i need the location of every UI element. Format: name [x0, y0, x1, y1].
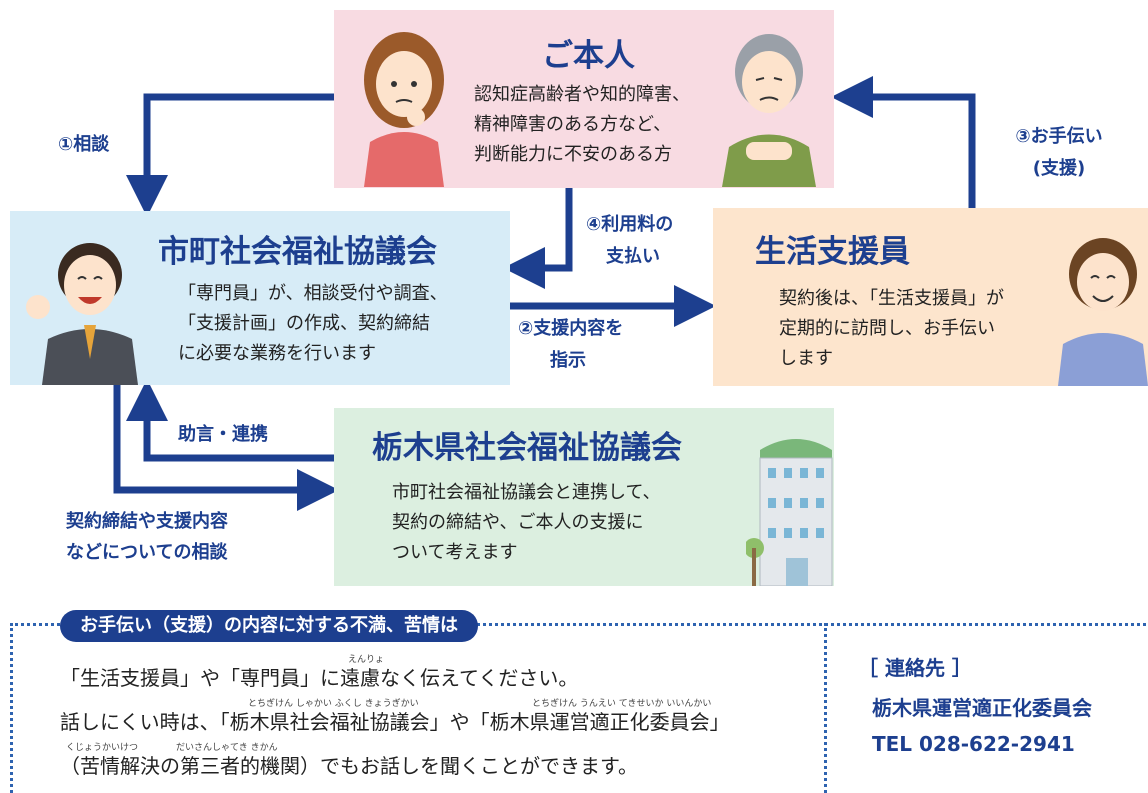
honnin-description: 認知症高齢者や知的障害、 精神障害のある方など、 判断能力に不安のある方 — [474, 84, 690, 165]
ruby-unei: とちぎけん うんえい てきせいか いいんかい — [532, 699, 712, 709]
staff-man-icon — [26, 243, 138, 385]
label-shiji-2: 指示 — [550, 350, 586, 371]
worried-woman-icon — [364, 32, 444, 187]
honnin-title: ご本人 — [542, 38, 635, 74]
shien-description: 契約後は、「生活支援員」が 定期的に訪問し、お手伝い します — [779, 288, 1004, 369]
tochigi-title: 栃木県社会福祉協議会 — [372, 430, 682, 466]
support-woman-icon — [1058, 238, 1148, 386]
shakyo-title: 市町社会福祉協議会 — [158, 234, 437, 270]
label-riyou-2: 支払い — [606, 246, 660, 267]
elderly-man-icon — [722, 34, 816, 187]
contact-tel: TEL 028-622-2941 — [872, 732, 1075, 756]
complaint-heading: お手伝い（支援）の内容に対する不満、苦情は — [60, 610, 478, 642]
building-icon — [746, 439, 833, 586]
ruby-kujo: くじょうかいけつ — [66, 743, 139, 753]
shien-box: 生活支援員 契約後は、「生活支援員」が 定期的に訪問し、お手伝い します — [713, 208, 1148, 386]
label-soudan: ①相談 — [58, 134, 110, 155]
shakyo-box: 市町社会福祉協議会 「専門員」が、相談受付や調査、 「支援計画」の作成、契約締結… — [10, 211, 510, 385]
shien-title: 生活支援員 — [755, 234, 910, 270]
label-otetsudai-1: ③お手伝い — [1015, 126, 1103, 147]
label-otetsudai-2: (支援) — [1032, 158, 1086, 179]
complaint-divider — [824, 623, 827, 793]
complaint-frame — [10, 623, 1146, 793]
label-keiyaku-2: などについての相談 — [66, 542, 228, 563]
arrow-soudan — [126, 93, 334, 217]
label-riyou-1: ④利用料の — [586, 214, 674, 235]
tochigi-box: 栃木県社会福祉協議会 市町社会福祉協議会と連携して、 契約の締結や、ご本人の支援… — [334, 408, 834, 586]
contact-label: ［ 連絡先 ］ — [858, 656, 972, 680]
contact-org: 栃木県運営適正化委員会 — [872, 696, 1092, 720]
shakyo-description: 「専門員」が、相談受付や調査、 「支援計画」の作成、契約締結 に必要な業務を行い… — [178, 283, 448, 364]
arrow-riyou — [503, 188, 573, 289]
ruby-tochigi: とちぎけん しゃかい ふくし きょうぎかい — [248, 699, 419, 709]
arrow-otetsudai — [831, 76, 976, 208]
ruby-enryo: えんりょ — [348, 655, 385, 665]
arrow-keiyaku — [113, 385, 339, 511]
honnin-box: ご本人 認知症高齢者や知的障害、 精神障害のある方など、 判断能力に不安のある方 — [334, 10, 834, 188]
complaint-line-2: 話しにくい時は、「栃木県社会福祉協議会」や「栃木県運営適正化委員会」 — [60, 710, 730, 734]
complaint-line-1: 「生活支援員」や「専門員」に遠慮なく伝えてください。 — [60, 666, 579, 690]
label-keiyaku-1: 契約締結や支援内容 — [66, 511, 228, 532]
label-jogen: 助言・連携 — [178, 424, 268, 445]
complaint-line-3: （苦情解決の第三者的機関）でもお話しを聞くことができます。 — [60, 754, 638, 778]
ruby-daisansha: だいさんしゃてき きかん — [176, 743, 278, 753]
arrow-jogen — [126, 379, 334, 462]
label-shiji-1: ②支援内容を — [518, 318, 624, 339]
tochigi-description: 市町社会福祉協議会と連携して、 契約の締結や、ご本人の支援に ついて考えます — [392, 482, 661, 563]
